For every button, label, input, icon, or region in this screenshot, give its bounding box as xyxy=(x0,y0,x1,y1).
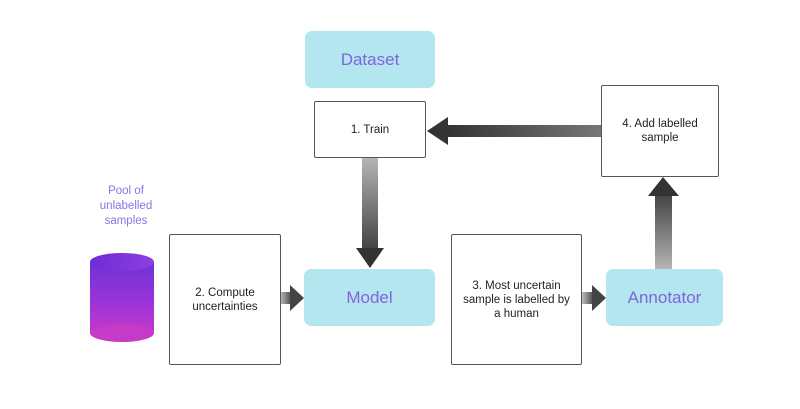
add-labelled-sample-box: 4. Add labelled sample xyxy=(601,85,719,177)
train-step-box: 1. Train xyxy=(314,101,426,158)
arrow-to-train xyxy=(427,117,601,145)
model-node: Model xyxy=(304,269,435,326)
arrow-annotator-to-add xyxy=(648,177,679,269)
human-label-box: 3. Most uncertain sample is labelled by … xyxy=(451,234,582,365)
annotator-label: Annotator xyxy=(627,287,702,307)
dataset-node: Dataset xyxy=(305,31,435,88)
arrow-label-to-annotator xyxy=(582,285,606,311)
add-labelled-sample-label: 4. Add labelled sample xyxy=(622,118,698,144)
human-label-text: 3. Most uncertain sample is labelled by … xyxy=(463,279,570,320)
dataset-label: Dataset xyxy=(340,49,400,69)
database-cylinder-icon xyxy=(90,253,154,342)
annotator-node: Annotator xyxy=(606,269,723,326)
pool-label: Pool of unlabelled samples xyxy=(99,185,153,227)
arrow-compute-to-model xyxy=(280,285,304,311)
compute-uncertainties-label: 2. Compute uncertainties xyxy=(192,286,258,313)
model-label: Model xyxy=(346,287,393,307)
compute-uncertainties-box: 2. Compute uncertainties xyxy=(169,234,281,365)
arrow-train-to-model xyxy=(356,158,384,268)
train-step-label: 1. Train xyxy=(350,123,390,136)
